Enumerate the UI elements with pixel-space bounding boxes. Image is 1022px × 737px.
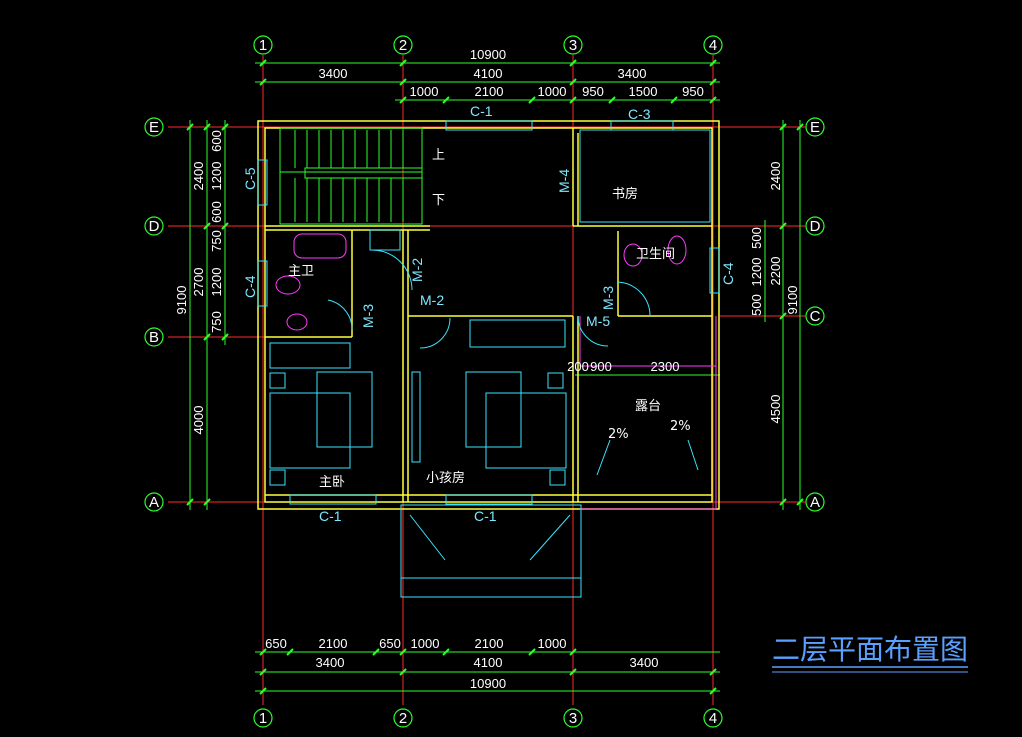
dim-bot-sub-3: 650 <box>379 636 401 651</box>
dim-right-sub-2: 1200 <box>749 258 764 287</box>
grid-row-a-right: A <box>810 494 820 511</box>
label-m5: M-5 <box>586 313 610 329</box>
dim-right-mid-2: 2200 <box>768 257 783 286</box>
dim-left-mid-2: 2700 <box>191 268 206 297</box>
dim-top-span-1: 3400 <box>319 66 348 81</box>
sanitary-fixtures <box>275 233 717 510</box>
grid-col-4: 4 <box>709 37 717 54</box>
dim-bot-total: 10900 <box>470 676 506 691</box>
grid-bubbles <box>144 35 825 728</box>
label-c5: C-5 <box>242 167 258 190</box>
grid-col-2: 2 <box>399 37 407 54</box>
grid-row-e-right: E <box>810 119 820 136</box>
windows <box>257 120 720 505</box>
grid-col-3: 3 <box>569 37 577 54</box>
slope-right: 2% <box>670 419 691 434</box>
staircase <box>279 127 423 225</box>
dim-left-sub-5: 1200 <box>209 268 224 297</box>
label-c1-kid: C-1 <box>474 508 497 524</box>
grid-row-b: B <box>149 329 159 346</box>
room-study: 书房 <box>612 186 638 202</box>
dim-top-total: 10900 <box>470 47 506 62</box>
dim-balcony-1: 200 <box>567 359 589 374</box>
label-m3-right: M-3 <box>600 286 616 310</box>
label-c1-master: C-1 <box>319 508 342 524</box>
room-master-bedroom: 主卧 <box>319 475 345 490</box>
dim-top-sub-6: 950 <box>682 84 704 99</box>
grid-row-e: E <box>149 119 159 136</box>
grid-col-1: 1 <box>259 37 267 54</box>
dim-bot-span-3: 3400 <box>630 655 659 670</box>
grid-row-a: A <box>149 494 159 511</box>
dim-bot-sub-6: 1000 <box>538 636 567 651</box>
dim-top-sub-5: 1500 <box>629 84 658 99</box>
dim-balcony-2: 900 <box>590 359 612 374</box>
dim-bot-sub-4: 1000 <box>411 636 440 651</box>
dim-right-sub-1: 500 <box>749 227 764 249</box>
grid-col-4-bottom: 4 <box>709 710 717 727</box>
furniture <box>269 129 711 598</box>
label-m2: M-2 <box>420 292 444 308</box>
dim-left-sub-1: 600 <box>209 130 224 152</box>
dim-bot-sub-2: 2100 <box>319 636 348 651</box>
label-up: 上 <box>432 148 445 163</box>
label-m2-vertical: M-2 <box>409 258 425 282</box>
dim-bot-span-1: 3400 <box>316 655 345 670</box>
dim-top-sub-2: 2100 <box>475 84 504 99</box>
dim-right-total: 9100 <box>785 286 800 315</box>
axis-lines <box>168 55 805 705</box>
dim-top-sub-4: 950 <box>582 84 604 99</box>
dim-right-mid-1: 2400 <box>768 162 783 191</box>
dim-top-span-3: 3400 <box>618 66 647 81</box>
dim-left-sub-6: 750 <box>209 311 224 333</box>
dim-left-sub-4: 750 <box>209 230 224 252</box>
grid-row-c-right: C <box>810 308 821 325</box>
dim-balcony-3: 2300 <box>651 359 680 374</box>
dim-left-sub-2: 1200 <box>209 162 224 191</box>
room-kid-bedroom: 小孩房 <box>426 470 465 486</box>
dimension-lines <box>189 62 801 692</box>
stair-steps <box>294 130 404 222</box>
label-m3-left: M-3 <box>360 304 376 328</box>
grid-row-d: D <box>149 218 160 235</box>
dim-top-sub-3: 1000 <box>538 84 567 99</box>
dimension-ticks <box>186 59 804 695</box>
dim-top-span-2: 4100 <box>474 66 503 81</box>
label-c4-right: C-4 <box>720 262 736 285</box>
label-c1-top: C-1 <box>470 103 493 119</box>
drawing-title: 二层平面布置图 <box>772 634 968 666</box>
label-c4-left: C-4 <box>242 275 258 298</box>
grid-col-2-bottom: 2 <box>399 710 407 727</box>
dim-bot-sub-1: 650 <box>265 636 287 651</box>
dim-right-sub-3: 500 <box>749 294 764 316</box>
dim-left-mid-1: 2400 <box>191 162 206 191</box>
room-master-bath: 主卫 <box>288 264 314 279</box>
dim-top-sub-1: 1000 <box>410 84 439 99</box>
dim-right-mid-3: 4500 <box>768 395 783 424</box>
dim-left-mid-3: 4000 <box>191 406 206 435</box>
label-m4: M-4 <box>556 169 572 193</box>
dim-bot-span-2: 4100 <box>474 655 503 670</box>
label-c3: C-3 <box>628 106 651 122</box>
grid-col-1-bottom: 1 <box>259 710 267 727</box>
room-bathroom: 卫生间 <box>636 247 675 262</box>
dim-left-sub-3: 600 <box>209 201 224 223</box>
grid-col-3-bottom: 3 <box>569 710 577 727</box>
room-terrace: 露台 <box>635 399 661 414</box>
slope-left: 2% <box>608 427 629 442</box>
label-down: 下 <box>432 193 445 208</box>
grid-row-d-right: D <box>810 218 821 235</box>
dim-left-total: 9100 <box>174 286 189 315</box>
dim-bot-sub-5: 2100 <box>475 636 504 651</box>
